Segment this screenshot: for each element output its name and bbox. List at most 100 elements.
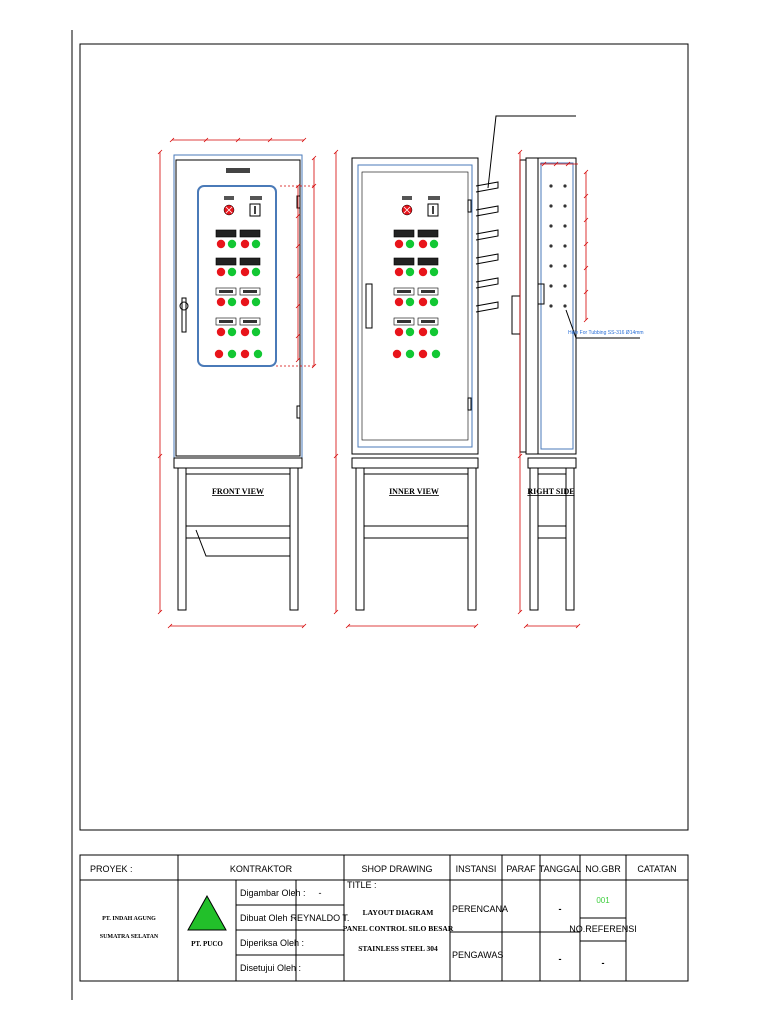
dim-tick [517,453,523,459]
header-catatan: CATATAN [637,864,676,874]
indicator-lamp-green-icon [227,239,237,249]
project-name-line1: PT. INDAH AGUNG [102,916,156,922]
front-view: FRONT VIEW [173,154,303,611]
dim-tick [267,137,273,143]
indicator-lamp-red-icon [216,297,226,307]
indicator-lamp-green-icon [251,267,261,277]
role-digambar: Digambar Oleh : [240,888,306,898]
no-referensi-label: NO.REFERENSI [569,924,637,934]
indicator-lamp-icon [392,349,402,359]
dim-tick [169,137,175,143]
indicator-lamp-red-icon [418,297,428,307]
title-line3: STAINLESS STEEL 304 [358,944,438,953]
meter-display [417,229,439,238]
dim-tick [565,161,571,167]
header-proyek: PROYEK : [90,864,133,874]
tube-hole-icon [549,304,553,308]
indicator-lamp-green-icon [227,327,237,337]
indicator-lamp-icon [227,349,237,359]
dim-tick [295,303,301,309]
tube-hole-icon [549,184,553,188]
sheet-frame [71,30,689,1000]
indicator-lamp-green-icon [227,267,237,277]
no-referensi-value: - [602,958,605,968]
dim-tick [541,161,547,167]
role-diperiksa: Diperiksa Oleh : [240,938,304,948]
indicator-lamp-green-icon [405,297,415,307]
instansi-perencana: PERENCANA [452,904,508,914]
indicator-lamp-green-icon [405,327,415,337]
dim-tick [295,273,301,279]
dim-tick [583,217,589,223]
meter-display [393,257,415,266]
indicator-lamp-green-icon [429,297,439,307]
dim-tick [583,265,589,271]
dim-tick [235,137,241,143]
indicator-lamp-green-icon [405,267,415,277]
inner-components [392,196,441,359]
tube-hole-icon [563,204,567,208]
indicator-lamp-green-icon [227,297,237,307]
indicator-lamp-red-icon [216,327,226,337]
dim-tick [295,243,301,249]
gland-plates [475,181,499,313]
title-label: TITLE : [347,880,377,890]
indicator-lamp-red-icon [418,239,428,249]
project-name-line2: SUMATRA SELATAN [100,934,159,940]
dim-tick [583,289,589,295]
indicator-lamp-icon [431,349,441,359]
tube-hole-icon [563,284,567,288]
meter-digits [421,320,435,323]
dim-tick [333,453,339,459]
dim-tick [311,155,317,161]
label-plate [250,196,262,200]
dim-tick [523,623,529,629]
meter-display [239,257,261,266]
header-no-gbr: NO.GBR [585,864,621,874]
instansi-pengawas: PENGAWAS [452,950,503,960]
indicator-lamp-green-icon [251,239,261,249]
indicator-lamp-green-icon [251,327,261,337]
dim-tick [517,149,523,155]
indicator-lamp-red-icon [394,267,404,277]
meter-display [417,257,439,266]
dim-tick [203,137,209,143]
indicator-lamp-green-icon [405,239,415,249]
meter-digits [397,290,411,293]
indicator-lamp-red-icon [216,267,226,277]
indicator-lamp-icon [214,349,224,359]
indicator-lamp-icon [418,349,428,359]
tanggal-2: - [559,954,562,964]
header-paraf: PARAF [506,864,536,874]
hole-callout: Hole For Tubbing SS-316 Ø14mm [568,330,644,336]
header-kontraktor: KONTRAKTOR [230,864,293,874]
indicator-lamp-red-icon [394,327,404,337]
dim-tick [583,169,589,175]
dim-tick [167,623,173,629]
title-block [80,855,688,981]
front-view-label: FRONT VIEW [212,487,264,496]
indicator-lamp-red-icon [394,297,404,307]
indicator-lamp-red-icon [240,327,250,337]
dim-tick [157,609,163,615]
meter-display [215,257,237,266]
triangle-logo-icon [187,894,227,931]
tube-hole-icon [549,244,553,248]
meter-digits [397,320,411,323]
meter-digits [219,320,233,323]
dim-tick [333,609,339,615]
dim-tick [333,149,339,155]
dim-tick [583,193,589,199]
label-plate [224,196,234,200]
dim-tick [295,333,301,339]
emergency-cross [403,206,411,214]
dim-tick [583,317,589,323]
inner-view-label: INNER VIEW [389,487,439,496]
dim-tick [157,149,163,155]
title-line2: PANEL CONTROL SILO BESAR [343,924,454,933]
tube-hole-icon [563,264,567,268]
indicator-lamp-icon [405,349,415,359]
title-line1: LAYOUT DIAGRAM [363,908,434,917]
dim-tick [157,453,163,459]
